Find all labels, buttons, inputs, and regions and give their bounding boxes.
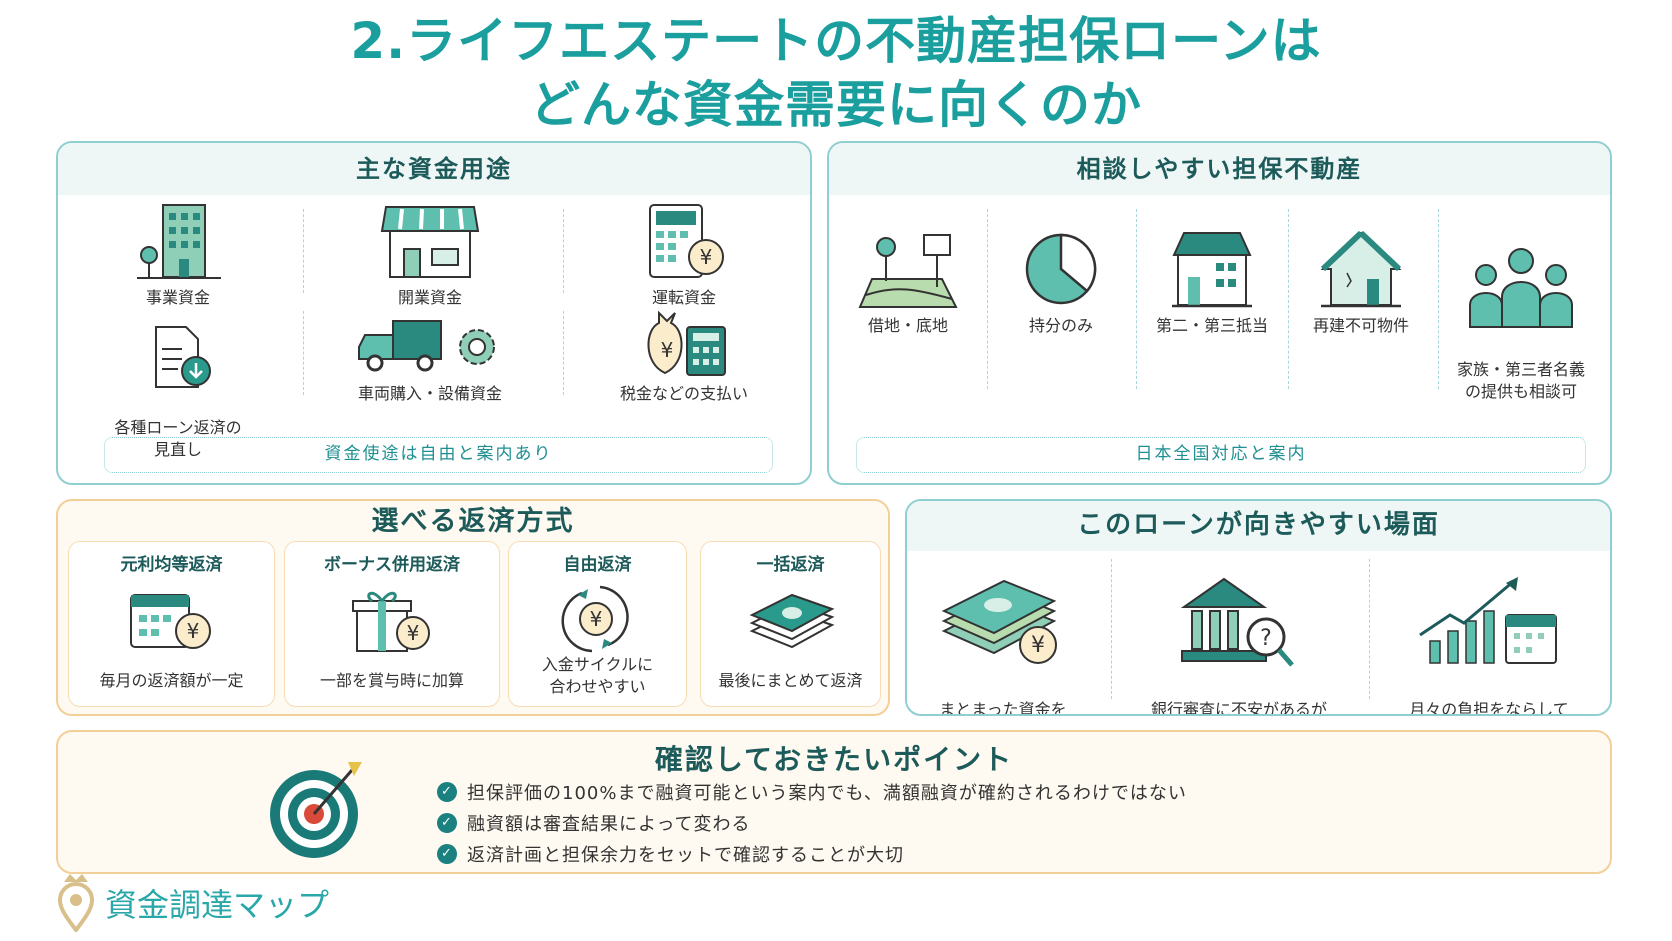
use-label: 車両購入・設備資金 xyxy=(357,384,502,403)
repayment-card: 一括返済 最後にまとめて返済 xyxy=(700,541,881,707)
cash-stack-icon xyxy=(749,593,834,649)
point-item: ✓ 担保評価の100%まで融資可能という案内でも、満額融資が確約されるわけではない xyxy=(437,779,1187,805)
point-item: ✓ 融資額は審査結果によって変わる xyxy=(437,810,751,836)
uses-heading: 主な資金用途 xyxy=(58,143,810,195)
use-item-equipment: 車両購入・設備資金 xyxy=(340,319,520,405)
repayment-card: 自由返済 ¥ 入金サイクルに 合わせやすい xyxy=(508,541,687,707)
point-text: 融資額は審査結果によって変わる xyxy=(467,814,751,835)
people-group-icon xyxy=(1469,248,1573,328)
collateral-label: 第二・第三抵当 xyxy=(1155,316,1268,335)
collateral-label: 再建不可物件 xyxy=(1312,316,1409,335)
scene-item-bank: ? 銀行審査に不安があるが 不動産を活用したい xyxy=(1129,553,1349,716)
money-stack-yen-icon: ¥ xyxy=(941,579,1057,664)
collateral-item-third-party: 家族・第三者名義 の提供も相談可 xyxy=(1441,223,1601,403)
repayment-card: 元利均等返済 ¥ 毎月の返済額が一定 xyxy=(68,541,275,707)
scene-label: まとまった資金を 確保したい xyxy=(939,700,1067,716)
office-building-icon xyxy=(137,204,221,279)
use-item-tax: ¥ 税金などの支払い xyxy=(594,309,774,405)
repayment-title: 自由返済 xyxy=(563,555,632,575)
logo-text: 資金調達マップ xyxy=(105,886,330,924)
page-title-line2: どんな資金需要に向くのか xyxy=(530,76,1142,134)
collateral-item-land: 借地・底地 xyxy=(838,229,978,337)
point-item: ✓ 返済計画と担保余力をセットで確認することが大切 xyxy=(437,841,904,867)
svg-text:¥: ¥ xyxy=(407,621,420,645)
use-label: 運転資金 xyxy=(651,288,716,307)
scenes-heading: このローンが向きやすい場面 xyxy=(907,501,1610,551)
repayment-desc: 一部を賞与時に加算 xyxy=(319,671,464,690)
collateral-label: 借地・底地 xyxy=(867,316,948,335)
collateral-heading: 相談しやすい担保不動産 xyxy=(829,143,1610,195)
uses-footer-note: 資金使途は自由と案内あり xyxy=(104,437,773,473)
collateral-item-nonrebuildable: 再建不可物件 xyxy=(1291,229,1431,337)
points-panel: 確認しておきたいポイント xyxy=(56,730,1612,874)
repayment-desc: 毎月の返済額が一定 xyxy=(99,671,244,690)
repayment-desc: 最後にまとめて返済 xyxy=(718,671,863,690)
use-item-refinance: 各種ローン返済の 見直し xyxy=(88,303,268,461)
scene-item-long-term: 月々の負担をならして 長期返済を考えたい xyxy=(1389,553,1589,716)
svg-text:¥: ¥ xyxy=(700,245,713,269)
page-title-line1: 2.ライフエステートの不動産担保ローンは xyxy=(350,12,1322,70)
pie-share-icon xyxy=(1025,233,1097,305)
uses-panel: 主な資金用途 事業資金 開業資金 ¥ 運転資金 各種ローン返済の 見直し 車両購… xyxy=(56,141,812,485)
check-icon: ✓ xyxy=(437,782,457,802)
point-text: 返済計画と担保余力をセットで確認することが大切 xyxy=(467,845,904,866)
collateral-panel: 相談しやすい担保不動産 借地・底地 持分のみ 第二・第三抵当 再建不可物件 家族… xyxy=(827,141,1612,485)
use-label: 事業資金 xyxy=(145,288,210,307)
collateral-label: 持分のみ xyxy=(1028,316,1093,335)
collateral-item-share: 持分のみ xyxy=(991,229,1131,337)
scene-item-funds: ¥ まとまった資金を 確保したい xyxy=(913,553,1093,716)
points-heading: 確認しておきたいポイント xyxy=(654,743,1014,776)
yen-cycle-icon: ¥ xyxy=(561,585,629,653)
land-sign-icon xyxy=(858,234,958,308)
svg-text:¥: ¥ xyxy=(186,619,199,643)
house-icon xyxy=(1172,232,1252,308)
truck-gear-icon xyxy=(358,320,495,372)
money-bag-calculator-icon: ¥ xyxy=(647,310,726,376)
use-label: 税金などの支払い xyxy=(619,384,748,403)
bank-question-icon: ? xyxy=(1180,577,1294,667)
repayment-desc: 入金サイクルに 合わせやすい xyxy=(541,655,654,696)
old-house-icon xyxy=(1320,230,1402,308)
repayment-heading: 選べる返済方式 xyxy=(371,506,575,537)
check-icon: ✓ xyxy=(437,844,457,864)
repayment-title: 一括返済 xyxy=(756,555,825,575)
repayment-title: 元利均等返済 xyxy=(120,555,223,575)
use-label: 各種ローン返済の 見直し xyxy=(114,418,242,459)
collateral-item-mortgage: 第二・第三抵当 xyxy=(1142,229,1282,337)
collateral-footer-note: 日本全国対応と案内 xyxy=(856,437,1586,473)
logo-pin-icon xyxy=(57,874,95,932)
collateral-label: 家族・第三者名義 の提供も相談可 xyxy=(1456,360,1585,401)
use-item-business: 事業資金 xyxy=(98,203,258,309)
calendar-yen-icon: ¥ xyxy=(129,594,211,649)
use-label: 開業資金 xyxy=(397,288,462,307)
use-item-working: ¥ 運転資金 xyxy=(604,203,764,309)
growth-chart-calendar-icon xyxy=(1419,577,1557,664)
svg-text:¥: ¥ xyxy=(661,338,674,362)
svg-text:¥: ¥ xyxy=(1031,633,1045,658)
svg-text:¥: ¥ xyxy=(589,607,602,631)
svg-text:?: ? xyxy=(1260,626,1272,651)
target-arrow-icon xyxy=(270,762,362,858)
storefront-icon xyxy=(380,206,480,278)
use-item-startup: 開業資金 xyxy=(350,203,510,309)
document-download-icon xyxy=(155,326,211,388)
gift-yen-icon: ¥ xyxy=(352,591,430,652)
repayment-panel: 選べる返済方式 元利均等返済 ¥ 毎月の返済額が一定 ボーナス併用返済 ¥ 一部… xyxy=(56,499,890,716)
scene-label: 銀行審査に不安があるが 不動産を活用したい xyxy=(1150,700,1327,716)
scenes-panel: このローンが向きやすい場面 ¥ まとまった資金を 確保したい ? 銀行審査に不安… xyxy=(905,499,1612,716)
repayment-card: ボーナス併用返済 ¥ 一部を賞与時に加算 xyxy=(284,541,500,707)
repayment-title: ボーナス併用返済 xyxy=(324,555,460,575)
check-icon: ✓ xyxy=(437,813,457,833)
calculator-yen-icon: ¥ xyxy=(649,204,724,278)
point-text: 担保評価の100%まで融資可能という案内でも、満額融資が確約されるわけではない xyxy=(467,783,1187,804)
scene-label: 月々の負担をならして 長期返済を考えたい xyxy=(1409,700,1569,716)
